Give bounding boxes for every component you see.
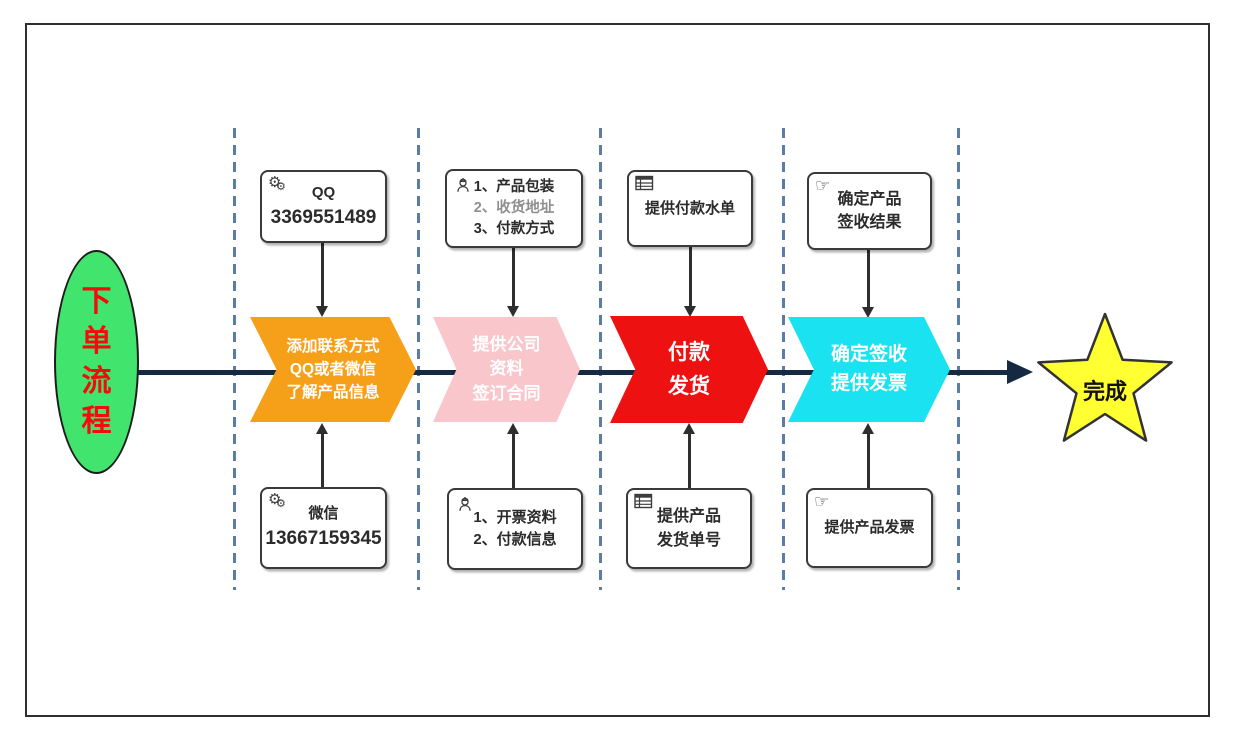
pointing-hand-icon: ☞ <box>815 176 831 195</box>
dashed-separator-2 <box>417 128 420 590</box>
stage-label: 付款 发货 <box>668 340 710 398</box>
note-box-shipping-number: 提供产品 发货单号 <box>626 488 752 569</box>
connector-arrow-down-4 <box>862 250 874 318</box>
stage-chevron-contact: 添加联系方式 QQ或者微信 了解产品信息 <box>250 317 416 422</box>
dashed-separator-4 <box>782 128 785 590</box>
note-box-receipt-result: ☞ 确定产品 签收结果 <box>807 172 932 250</box>
stage-chevron-payment: 付款 发货 <box>610 316 768 423</box>
note-text: 确定产品 签收结果 <box>837 190 902 231</box>
stage-chevron-receipt: 确定签收 提供发票 <box>788 317 950 422</box>
connector-arrow-down-2 <box>507 248 519 317</box>
stage-label: 提供公司 资料 签订合同 <box>472 334 541 403</box>
connector-arrow-down-1 <box>316 243 328 317</box>
note-text: 提供付款水单 <box>644 199 735 217</box>
main-flow-arrowhead-icon <box>1007 360 1033 384</box>
dashed-separator-5 <box>957 128 960 590</box>
note-text: 提供产品 发货单号 <box>656 508 721 549</box>
note-box-payment-slip: 提供付款水单 <box>627 170 753 247</box>
start-ellipse: 下单流程 <box>54 250 139 474</box>
start-label: 下单流程 <box>81 285 112 438</box>
note-box-qq: ⚙⚙ QQ 3369551489 <box>260 170 387 243</box>
worker-icon <box>455 493 475 513</box>
note-box-wechat: ⚙⚙ 微信 13667159345 <box>260 487 387 569</box>
finish-label: 完成 <box>1082 379 1127 404</box>
note-box-order-info: 1、产品包装 2、收货地址 3、付款方式 <box>445 169 583 248</box>
pointing-hand-icon: ☞ <box>814 492 830 511</box>
note-box-product-invoice: ☞ 提供产品发票 <box>806 488 933 568</box>
connector-arrow-up-3 <box>683 423 695 488</box>
connector-arrow-up-1 <box>316 423 328 487</box>
gears-icon: ⚙⚙ <box>268 491 286 510</box>
gears-icon: ⚙⚙ <box>268 174 286 193</box>
star-shape <box>1037 312 1173 442</box>
stage-label: 确定签收 提供发票 <box>830 344 907 394</box>
note-box-invoice-info: 1、开票资料 2、付款信息 <box>447 488 583 570</box>
stage-label: 添加联系方式 QQ或者微信 了解产品信息 <box>286 337 380 402</box>
connector-arrow-up-4 <box>862 423 874 488</box>
finish-star: 完成 <box>1030 306 1180 456</box>
dashed-separator-1 <box>233 128 236 590</box>
note-text: 1、开票资料 2、付款信息 <box>473 509 557 548</box>
dashed-separator-3 <box>599 128 602 590</box>
connector-arrow-up-2 <box>507 423 519 488</box>
note-text: 微信 13667159345 <box>265 505 382 550</box>
worker-icon <box>453 174 473 194</box>
table-icon <box>635 175 654 191</box>
stage-chevron-contract: 提供公司 资料 签订合同 <box>433 317 580 422</box>
connector-arrow-down-3 <box>684 247 696 317</box>
note-text: QQ 3369551489 <box>270 183 377 228</box>
table-icon <box>634 493 653 509</box>
note-text: 提供产品发票 <box>824 519 915 537</box>
note-text: 1、产品包装 2、收货地址 3、付款方式 <box>473 178 555 237</box>
